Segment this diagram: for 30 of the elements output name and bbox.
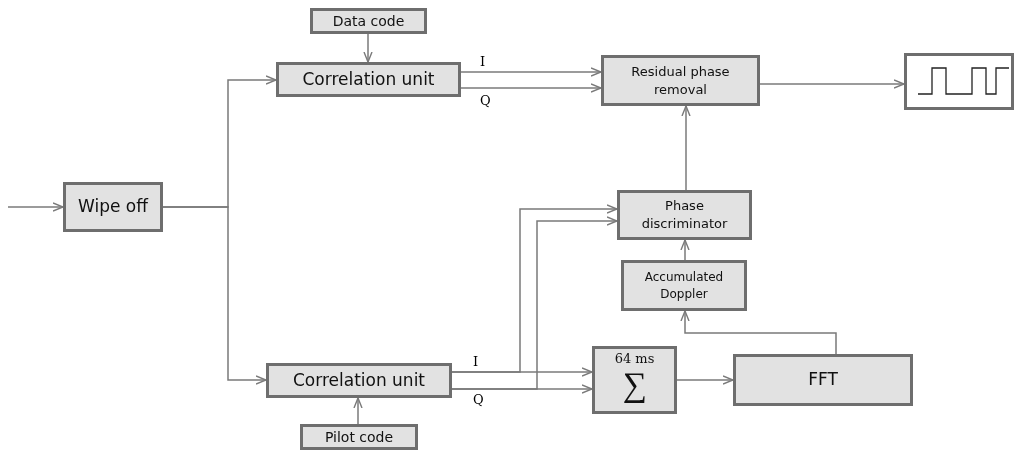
arrow [7,202,64,212]
summation-box [592,346,677,414]
arrow [680,239,690,261]
arrow [451,216,618,390]
edge-label: I [472,355,480,369]
sum-symbol: ∑ [622,366,647,404]
edge-label: I [479,55,487,69]
integration-period: 64 ms [614,351,655,366]
edge-label: Q [479,94,492,108]
arrow [162,206,267,385]
process-box: Data code [310,8,427,34]
arrow [676,375,734,385]
arrow [353,397,363,425]
arrow [363,33,373,63]
process-box: Wipe off [63,182,163,232]
process-box: Correlation unit [266,363,452,398]
process-box: Residual phase removal [601,55,760,106]
arrow [680,310,837,355]
signal-output-box [904,53,1014,110]
process-box: Correlation unit [276,62,461,97]
process-box: FFT [733,354,913,406]
arrow [759,79,905,89]
arrow [451,204,618,373]
edge-label: Q [472,393,485,407]
arrow [460,67,602,77]
arrow [681,105,691,191]
process-box: Pilot code [300,424,418,450]
process-box: Phase discriminator [617,190,752,240]
arrow [460,83,602,93]
process-box: Accumulated Doppler [621,260,747,311]
